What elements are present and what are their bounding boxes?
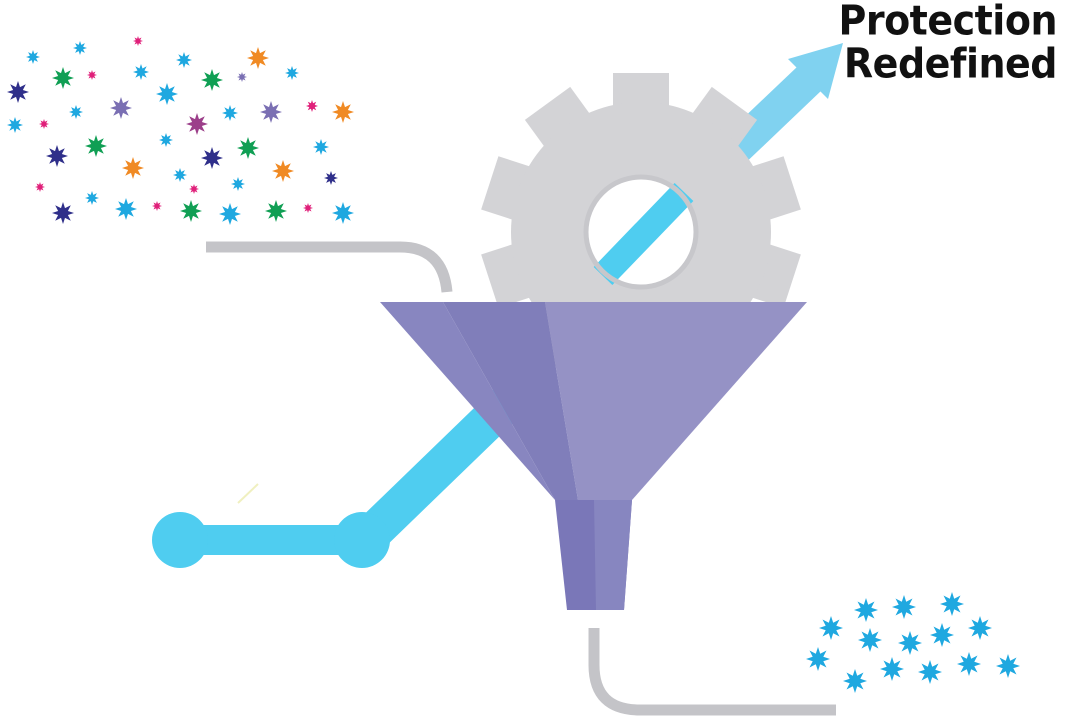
- spark-highlight: [237, 483, 259, 504]
- star-icon: [122, 157, 144, 179]
- star-icon: [156, 83, 178, 105]
- star-icon: [152, 201, 162, 211]
- pipe-icon: [588, 628, 836, 716]
- headline-line-2: Redefined: [843, 39, 1058, 88]
- star-icon: [186, 113, 208, 135]
- gear-lens-stripe: [593, 182, 694, 286]
- star-icon: [231, 177, 245, 191]
- star-icon: [819, 616, 843, 640]
- pipe-icon: [206, 241, 453, 293]
- star-icon: [201, 147, 223, 169]
- star-icon: [87, 70, 97, 80]
- star-icon: [806, 647, 830, 671]
- star-icon: [880, 657, 904, 681]
- path-start-node: [152, 512, 208, 568]
- star-icon: [892, 595, 916, 619]
- star-icon: [69, 105, 83, 119]
- gear-lens-edge: [583, 174, 699, 290]
- star-icon: [110, 97, 132, 119]
- funnel-spout-highlight: [594, 500, 632, 610]
- star-icon: [237, 72, 247, 82]
- star-icon: [7, 117, 23, 133]
- star-icon: [7, 81, 29, 103]
- star-icon: [39, 119, 49, 129]
- star-icon: [854, 598, 878, 622]
- star-icon: [219, 203, 241, 225]
- star-icon: [173, 168, 187, 182]
- star-icon: [26, 50, 40, 64]
- star-icon: [285, 66, 299, 80]
- star-icon: [957, 652, 981, 676]
- funnel-cone-right: [545, 302, 807, 500]
- star-icon: [73, 41, 87, 55]
- headline: Protection Redefined: [757, 0, 1058, 88]
- star-icon: [247, 47, 269, 69]
- funnel-cone-middle: [443, 302, 578, 500]
- star-icon: [306, 100, 318, 112]
- star-icon: [201, 69, 223, 91]
- output-star-cluster: [806, 592, 1020, 693]
- star-icon: [968, 616, 992, 640]
- star-icon: [843, 669, 867, 693]
- star-icon: [303, 203, 313, 213]
- star-icon: [898, 631, 922, 655]
- star-icon: [222, 105, 238, 121]
- star-icon: [237, 137, 259, 159]
- star-icon: [46, 145, 68, 167]
- star-icon: [332, 202, 354, 224]
- star-icon: [189, 184, 199, 194]
- star-icon: [930, 623, 954, 647]
- headline-line-1: Protection: [838, 0, 1057, 45]
- star-icon: [996, 654, 1020, 678]
- star-icon: [159, 133, 173, 147]
- star-icon: [180, 200, 202, 222]
- star-icon: [35, 182, 45, 192]
- arrow-head: [788, 43, 843, 99]
- star-icon: [133, 64, 149, 80]
- star-icon: [272, 160, 294, 182]
- star-icon: [265, 200, 287, 222]
- funnel-icon: [380, 302, 807, 610]
- path-joint-node: [334, 512, 390, 568]
- star-icon: [324, 171, 338, 185]
- star-icon: [940, 592, 964, 616]
- star-icon: [133, 36, 143, 46]
- star-icon: [858, 628, 882, 652]
- star-icon: [85, 135, 107, 157]
- star-icon: [176, 52, 192, 68]
- star-icon: [85, 191, 99, 205]
- star-icon: [52, 67, 74, 89]
- star-icon: [313, 139, 329, 155]
- star-icon: [918, 660, 942, 684]
- star-icon: [115, 198, 137, 220]
- funnel-cone-left: [380, 302, 555, 500]
- input-star-cluster: [7, 36, 354, 225]
- star-icon: [52, 202, 74, 224]
- star-icon: [260, 101, 282, 123]
- star-icon: [332, 101, 354, 123]
